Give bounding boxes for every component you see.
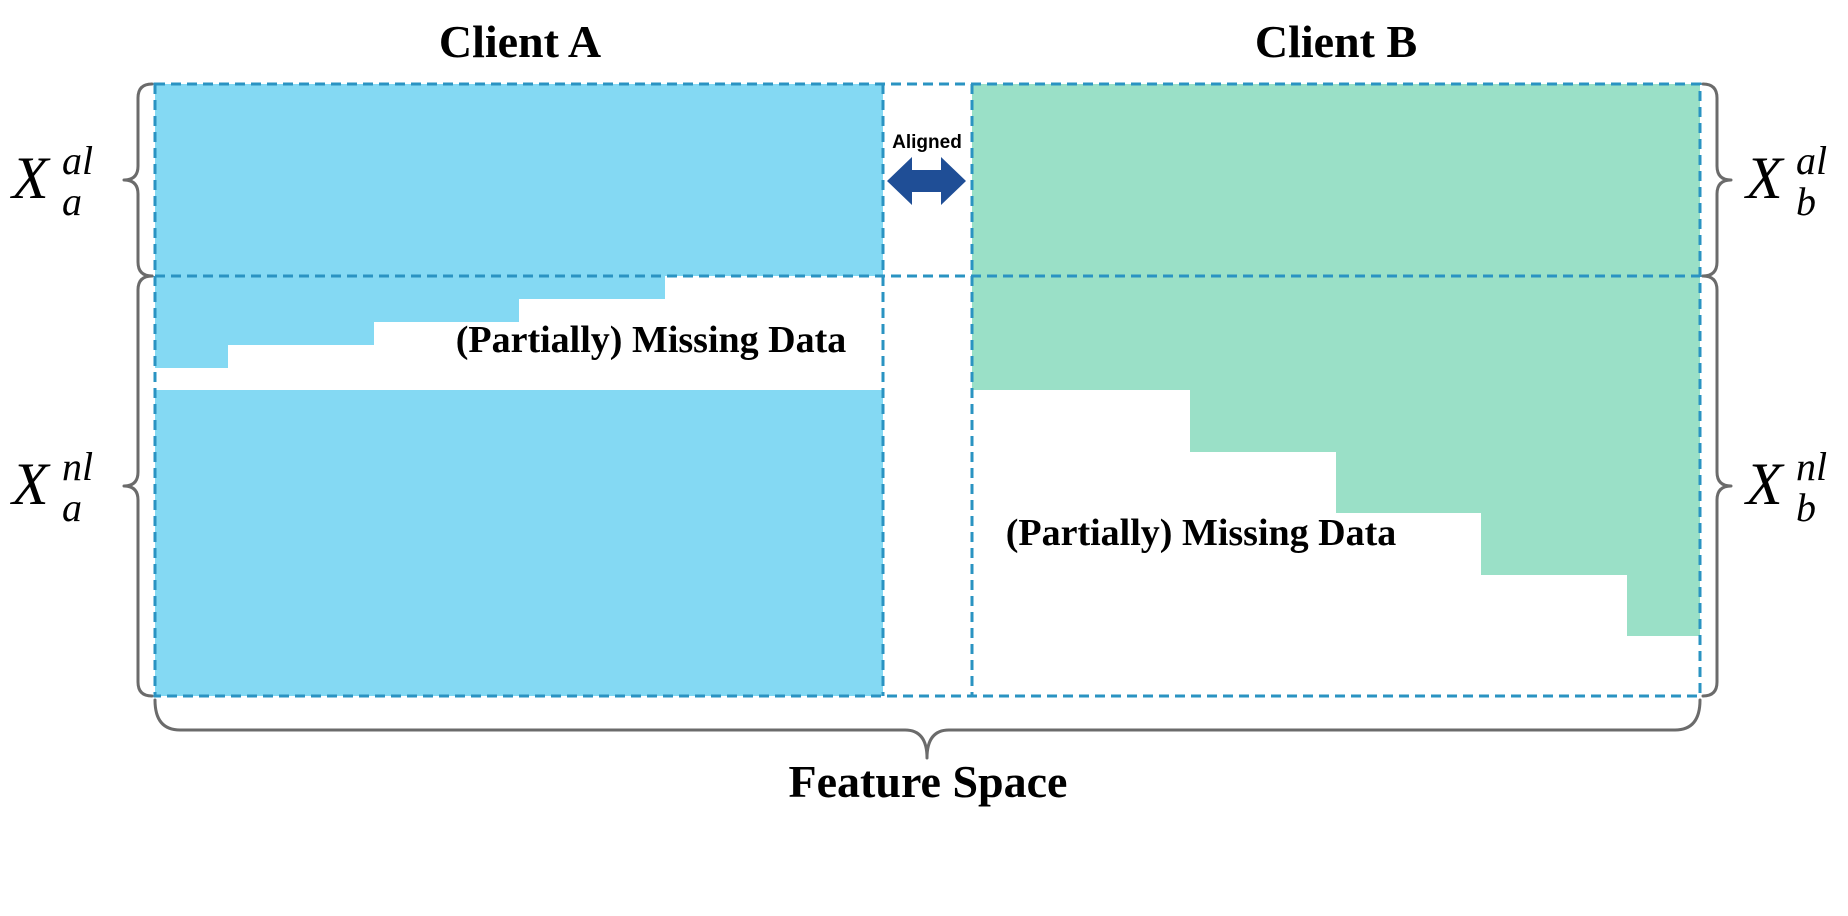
- client-a-unaligned-block: [155, 390, 883, 696]
- aligned-double-arrow-icon: [887, 157, 966, 205]
- right-brace-unaligned: [1701, 274, 1733, 698]
- client-a-partial-data-staircase: [155, 276, 665, 368]
- math-label-xa-nl: X nl a: [10, 444, 93, 530]
- left-brace-unaligned: [122, 274, 154, 698]
- right-brace-aligned: [1701, 82, 1733, 278]
- client-a-missing-data-label: (Partially) Missing Data: [456, 319, 847, 361]
- math-label-xa-al: X al a: [10, 138, 93, 224]
- bottom-brace-feature-space: [153, 698, 1702, 760]
- xb-al-base: X: [1744, 145, 1785, 211]
- xb-al-sub: b: [1796, 179, 1816, 224]
- xa-al-base: X: [10, 145, 51, 211]
- math-label-xb-nl: X nl b: [1744, 444, 1827, 530]
- xb-nl-base: X: [1744, 451, 1785, 517]
- math-label-xb-al: X al b: [1744, 138, 1827, 224]
- dashed-grid: [153, 82, 1702, 698]
- client-b-missing-data-label: (Partially) Missing Data: [1006, 512, 1397, 554]
- xa-al-sup: al: [62, 138, 93, 183]
- client-b-title: Client B: [1255, 16, 1417, 67]
- xb-nl-sub: b: [1796, 485, 1816, 530]
- client-a-aligned-block: [155, 84, 883, 276]
- aligned-label: Aligned: [892, 132, 962, 153]
- feature-space-label: Feature Space: [789, 756, 1068, 807]
- xb-nl-sup: nl: [1796, 444, 1827, 489]
- xa-nl-sub: a: [62, 485, 82, 530]
- xa-nl-base: X: [10, 451, 51, 517]
- left-brace-aligned: [122, 82, 154, 278]
- xb-al-sup: al: [1796, 138, 1827, 183]
- xa-nl-sup: nl: [62, 444, 93, 489]
- client-b-aligned-block: [972, 84, 1700, 276]
- client-b-partial-data-staircase: [972, 276, 1700, 636]
- client-a-title: Client A: [439, 16, 601, 67]
- braces: [122, 82, 1733, 760]
- xa-al-sub: a: [62, 179, 82, 224]
